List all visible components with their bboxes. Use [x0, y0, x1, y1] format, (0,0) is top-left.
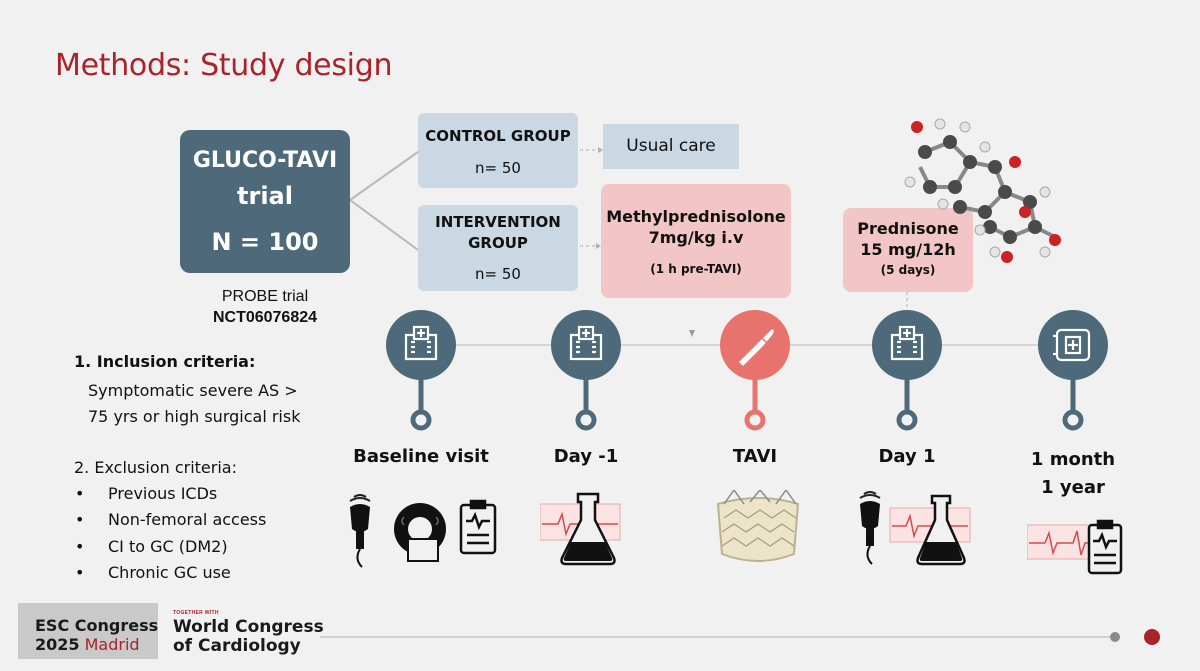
- followup-label-2: 1 year: [1041, 477, 1105, 498]
- timeline-label-day-1: Day 1: [878, 446, 936, 467]
- timeline-label-baseline: Baseline visit: [353, 446, 489, 467]
- intervention-group-n: n= 50: [475, 265, 521, 283]
- bullet: •: [75, 563, 85, 582]
- timeline-pin-day-minus-1: [551, 310, 621, 431]
- bullet: •: [75, 484, 85, 503]
- drug-timing: (1 h pre-TAVI): [650, 262, 742, 276]
- timeline-label-day-minus-1: Day -1: [553, 446, 619, 467]
- esc-year-city: 2025 Madrid: [35, 635, 140, 654]
- page-title: Methods: Study design: [55, 48, 393, 83]
- inclusion-text: Symptomatic severe AS > 75 yrs or high s…: [88, 378, 300, 430]
- prednisone-duration: (5 days): [880, 263, 936, 277]
- esc-logo-background: [18, 603, 158, 659]
- timeline-pin-tavi: [720, 310, 790, 431]
- esc-year: 2025: [35, 635, 80, 654]
- trial-sample-size: N = 100: [211, 228, 319, 256]
- inclusion-criteria: 1. Inclusion criteria:: [74, 352, 255, 371]
- wc-line-2: of Cardiology: [173, 636, 301, 656]
- mri-scanner-icon: [394, 503, 446, 562]
- timeline-label-tavi: TAVI: [732, 446, 778, 467]
- baseline-exams-icons: [349, 494, 497, 568]
- drug-dose: 7mg/kg i.v: [648, 228, 744, 247]
- progress-dot: [1110, 632, 1120, 642]
- medical-kit-icon: [1053, 328, 1091, 362]
- bullet: •: [75, 510, 85, 529]
- exclusion-item: • Chronic GC use: [75, 563, 335, 583]
- prednisone-box: Prednisone 15 mg/12h (5 days): [843, 208, 973, 292]
- followup-label-1: 1 month: [1030, 449, 1116, 470]
- progress-dot-active: [1144, 629, 1160, 645]
- timeline-pin-day-1: [872, 310, 942, 431]
- scalpel-icon: [739, 329, 774, 366]
- prednisone-dose: 15 mg/12h: [860, 240, 956, 259]
- intervention-group-name: INTERVENTION: [435, 213, 561, 231]
- ultrasound-probe-icon: [349, 494, 371, 568]
- hospital-icon: [890, 325, 924, 361]
- control-group-box: CONTROL GROUP n= 50: [418, 113, 578, 188]
- followup-exams-icons: [1027, 519, 1123, 575]
- trial-box: GLUCO-TAVI trial N = 100: [180, 130, 350, 273]
- inclusion-line-2: 75 yrs or high surgical risk: [88, 407, 301, 426]
- world-congress-label: World Congress of Cardiology: [173, 618, 324, 656]
- timeline-pin-baseline: [386, 310, 456, 431]
- prednisone-name: Prednisone: [857, 219, 959, 238]
- timeline-label-followup: 1 month 1 year: [1003, 446, 1143, 502]
- ultrasound-probe-icon: [859, 491, 881, 565]
- exclusion-item-text: Previous ICDs: [108, 484, 218, 503]
- flask-icon: [916, 494, 966, 566]
- hospital-icon: [404, 325, 438, 361]
- exclusion-item-text: Chronic GC use: [108, 563, 231, 582]
- flask-icon: [560, 492, 616, 566]
- ecg-and-flask-icons: [540, 492, 621, 566]
- control-group-n: n= 50: [475, 159, 521, 177]
- esc-city: Madrid: [84, 635, 140, 654]
- inclusion-line-1: Symptomatic severe AS >: [88, 381, 298, 400]
- exclusion-item: • Previous ICDs: [75, 484, 335, 504]
- exclusion-item: • Non-femoral access: [75, 510, 335, 530]
- inclusion-heading: 1. Inclusion criteria:: [74, 352, 256, 371]
- clipboard-icon: [1087, 519, 1123, 575]
- drug-name: Methylprednisolone: [606, 207, 786, 226]
- together-with-label: TOGETHER WITH: [173, 610, 219, 616]
- trial-name: GLUCO-TAVI: [192, 148, 338, 173]
- hospital-icon: [569, 325, 603, 361]
- exclusion-item-text: Non-femoral access: [108, 510, 267, 529]
- methylprednisolone-box: Methylprednisolone 7mg/kg i.v (1 h pre-T…: [601, 184, 791, 298]
- trial-design: PROBE trial NCT06076824: [180, 286, 350, 328]
- tavi-valve-icon: [716, 490, 800, 562]
- timeline-pin-followup: [1038, 310, 1108, 431]
- day1-exams-icons: [859, 491, 971, 566]
- intervention-group-box: INTERVENTION GROUP n= 50: [418, 205, 578, 291]
- control-group-name: CONTROL GROUP: [425, 127, 571, 145]
- exclusion-item-text: CI to GC (DM2): [108, 537, 228, 556]
- intervention-group-name-2: GROUP: [468, 234, 528, 252]
- trial-name-suffix: trial: [237, 182, 293, 210]
- wc-line-1: World Congress: [173, 617, 324, 637]
- bullet: •: [75, 537, 85, 556]
- trial-design-label: PROBE trial: [221, 288, 309, 305]
- exclusion-item: • CI to GC (DM2): [75, 537, 335, 557]
- exclusion-heading: 2. Exclusion criteria:: [74, 458, 237, 477]
- molecule-icon: [904, 118, 1061, 263]
- esc-congress-label: ESC Congress: [35, 616, 159, 635]
- clipboard-icon: [459, 499, 497, 555]
- trial-registry: NCT06076824: [212, 309, 318, 326]
- usual-care-box: Usual care: [603, 124, 739, 169]
